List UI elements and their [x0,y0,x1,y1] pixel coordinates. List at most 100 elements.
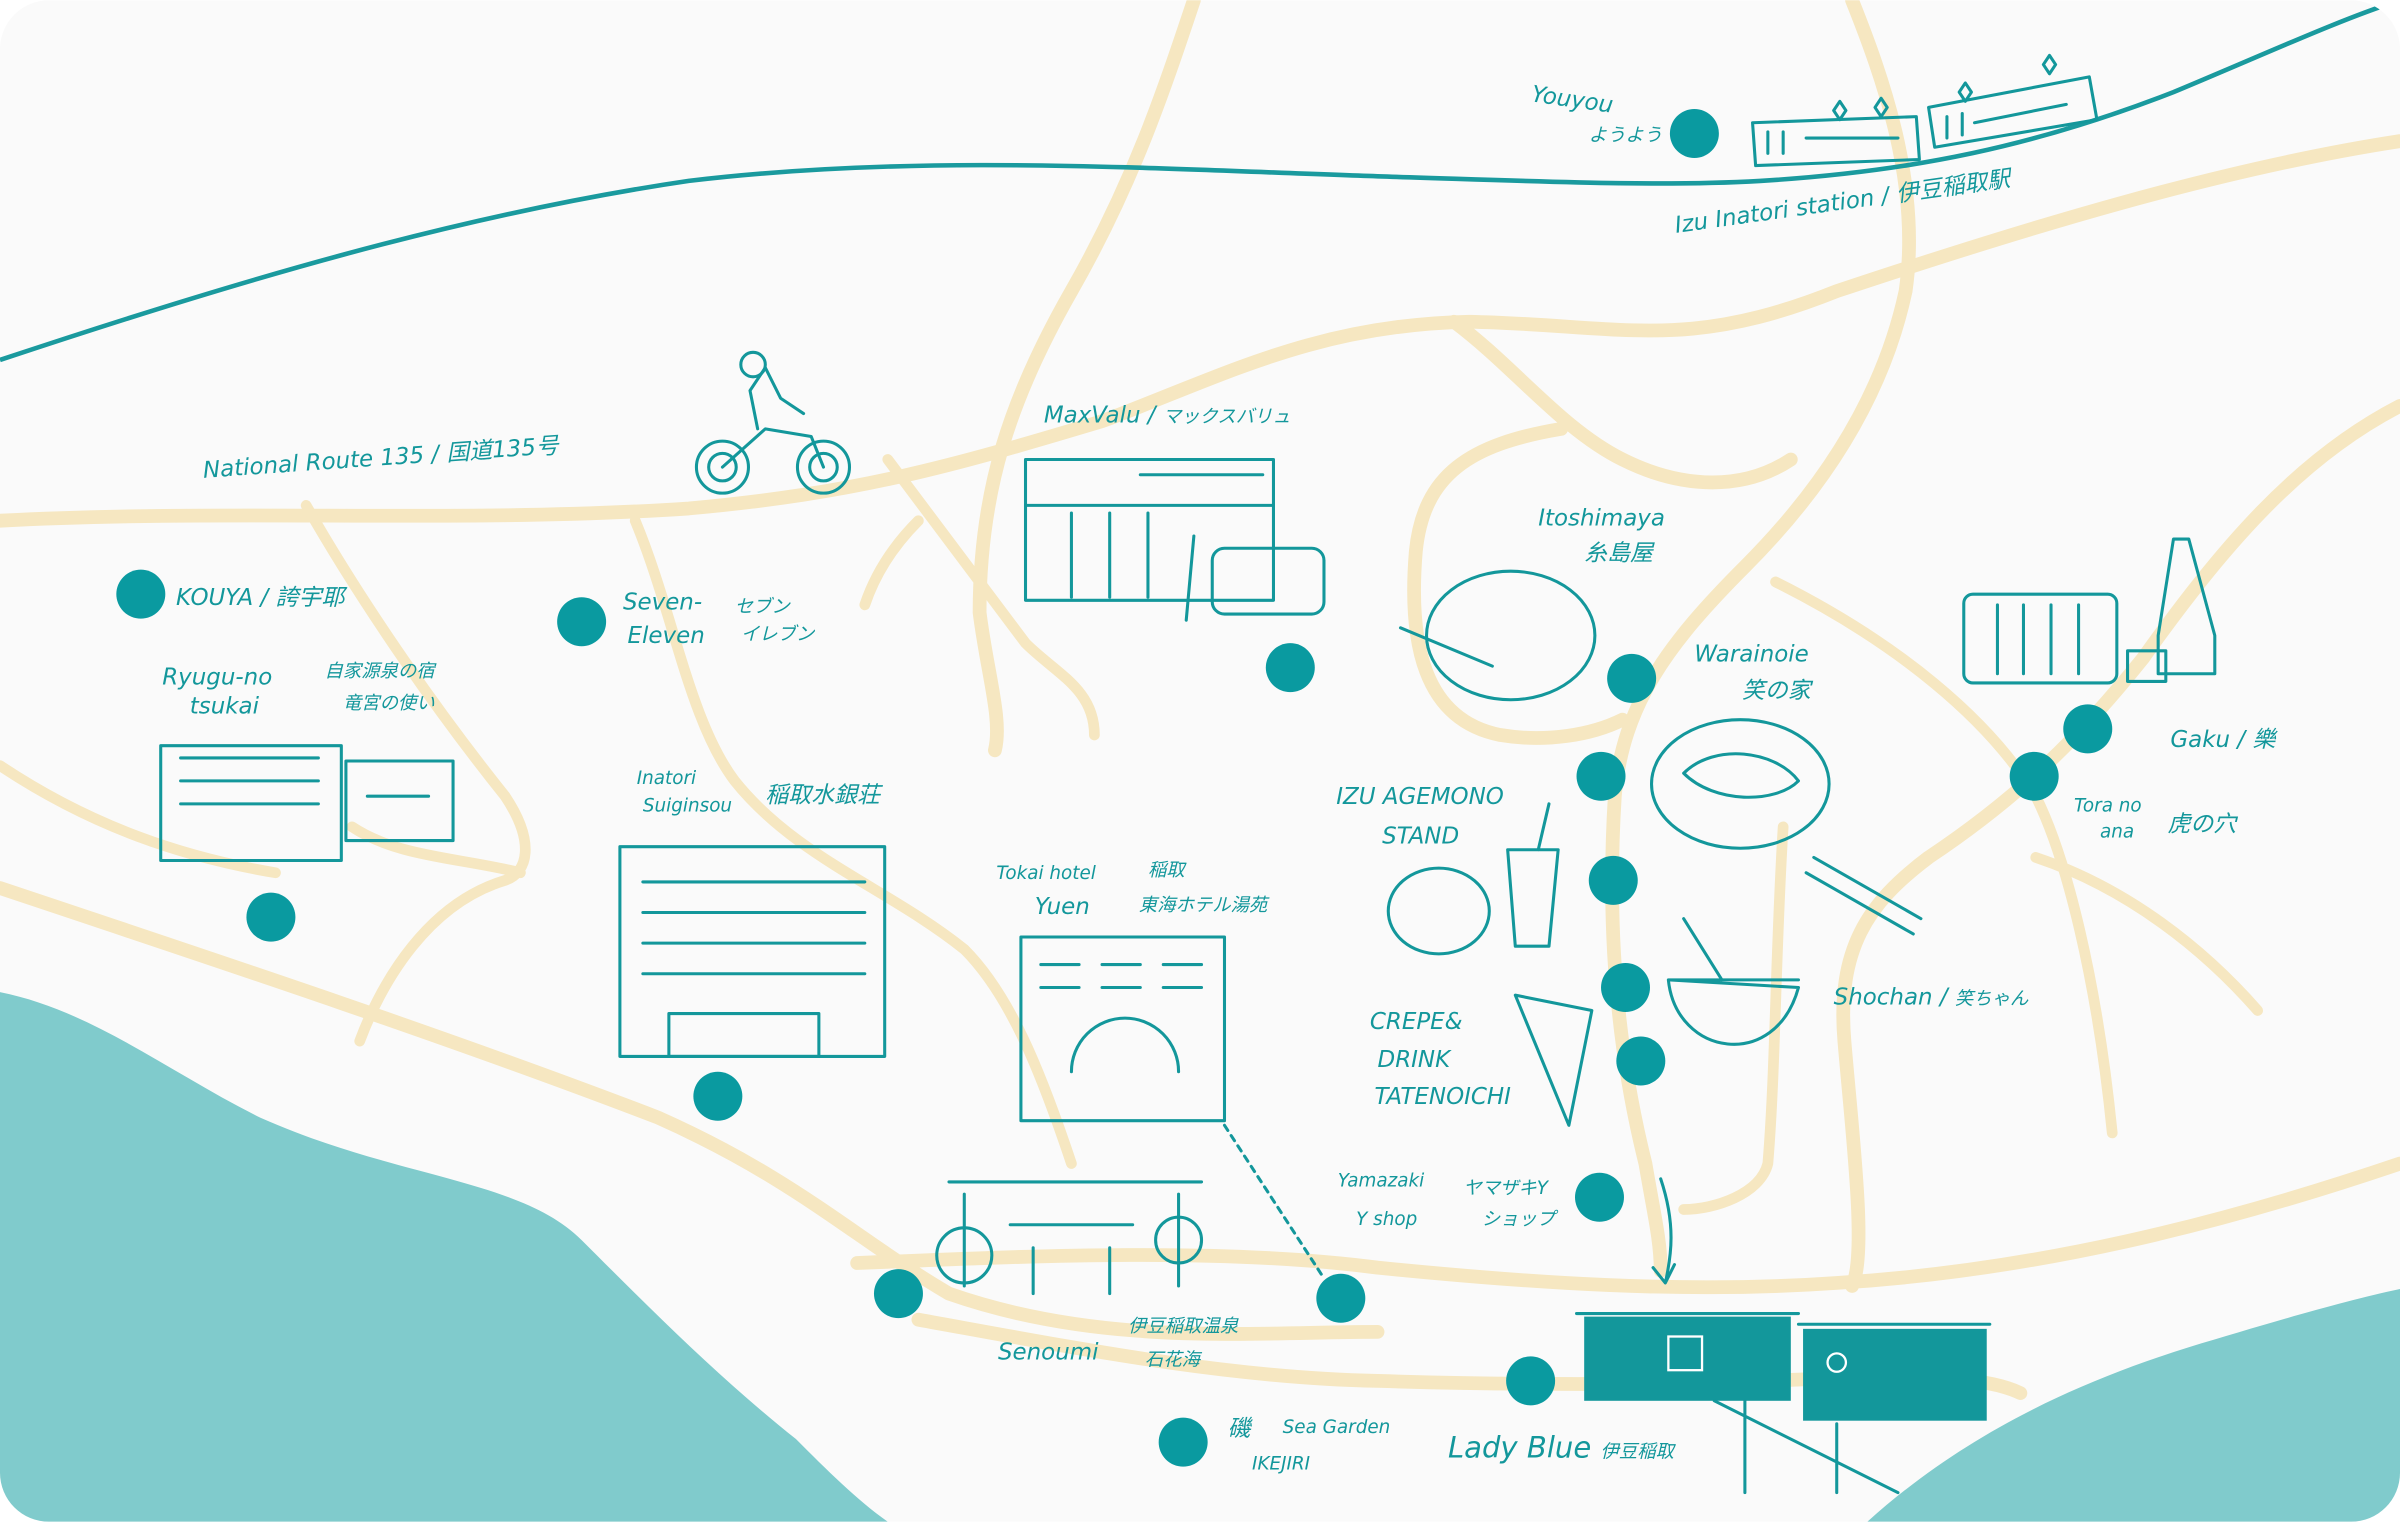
label-seven-ja2: イレブン [741,624,816,645]
label-seven-ja1: セブン [735,597,792,618]
curry-plate-icon [1424,569,1597,702]
marker-senoumi[interactable] [873,1269,923,1319]
ramen-bowl-icon [1666,855,1923,1046]
label-crepe-en2: DRINK [1378,1047,1453,1073]
marker-gaku[interactable] [2063,704,2113,754]
shochan-ja: 笑ちゃん [1955,988,2029,1009]
label-warainoie-en: Warainoie [1694,642,1808,668]
motorcycle-illustration [694,350,852,495]
label-route-135: National Route 135 / 国道135号 [202,433,560,484]
label-tora-ja: 虎の穴 [2167,811,2238,837]
maxvalu-en: MaxValu [1044,403,1141,429]
marker-seven-eleven[interactable] [557,597,607,647]
ryugu-building-illustration [159,744,455,863]
maxvalu-ja: マックスバリュ [1163,407,1291,428]
kouya-en: KOUYA [176,585,253,611]
label-agemono-en2: STAND [1382,824,1459,850]
label-ladyblue: Lady Blue 伊豆稲取 [1448,1430,1677,1464]
road-east [1836,399,2400,1293]
map-labels: Youyou ようよう Izu Inatori station / 伊豆稲取駅 … [162,82,2278,1475]
suiginsou-building-illustration [618,845,887,1058]
label-crepe-en3: TATENOICHI [1374,1084,1511,1110]
label-yamazaki-en1: Yamazaki [1338,1171,1425,1192]
shochan-en: Shochan [1834,984,1933,1010]
label-suiginsou-ja: 稲取水銀荘 [765,782,883,808]
label-agemono-en1: IZU AGEMONO [1336,784,1504,810]
marker-tokai-hotel-yuen[interactable] [1316,1273,1366,1323]
skewers-tray-icon [1962,592,2119,685]
railway-line [0,0,2400,363]
road-south-link [1678,821,1789,1215]
marker-itoshimaya[interactable] [1607,653,1657,703]
road-north-1 [972,0,1201,758]
lady-blue-arrow-icon [1651,1177,1677,1285]
label-ryugu-en1: Ryugu-no [162,664,272,690]
senoumi-building-illustration [935,1180,1204,1296]
food-illustrations [1386,537,2217,1127]
label-warainoie-ja: 笑の家 [1742,678,1814,704]
label-seven-en1: Seven- [623,589,702,615]
marker-lady-blue[interactable] [1506,1356,1556,1406]
marker-maxvalu[interactable] [1265,643,1315,693]
ladyblue-ja: 伊豆稲取 [1600,1441,1676,1462]
label-yamazaki-ja2: ショップ [1482,1209,1559,1230]
marker-crepe-tatenoichi[interactable] [1616,1036,1666,1086]
ladyblue-building-illustration [1574,1312,1992,1495]
road-route-135 [0,134,2400,528]
marker-izu-agemono-stand[interactable] [1588,855,1638,905]
label-ryugu-ja2: 竜宮の使い [343,693,435,714]
label-maxvalu: MaxValu / マックスバリュ [1044,403,1291,429]
sea-west [0,992,888,1522]
label-yamazaki-ja1: ヤマザキY [1463,1178,1549,1199]
marker-shochan[interactable] [1601,963,1650,1013]
label-seven-en2: Eleven [628,623,705,649]
label-seagarden-ja: 磯 [1228,1416,1254,1442]
label-tora-en2: ana [2100,822,2134,843]
label-senoumi-ja1: 伊豆稲取温泉 [1128,1316,1239,1337]
label-tokai-en1: Tokai hotel [996,863,1096,884]
label-yamazaki-en2: Y shop [1356,1209,1417,1230]
marker-youyou[interactable] [1669,108,1719,158]
label-itoshimaya-ja: 糸島屋 [1584,540,1655,566]
marker-ryugu-no-tsukai[interactable] [246,892,296,942]
crepe-icon [1513,993,1594,1127]
label-ryugu-en2: tsukai [190,694,260,720]
location-markers [116,108,2113,1467]
road-north-2 [1605,0,1916,1278]
marker-kouya[interactable] [116,569,166,619]
label-tora-en1: Tora no [2074,796,2142,817]
drink-cup-icon [1506,802,1560,948]
marker-tora-no-ana[interactable] [2009,751,2059,801]
train-illustration [1751,53,2099,168]
maxvalu-building-illustration [1023,457,1326,622]
road-lower [850,1156,2400,1295]
label-seagarden-en2: IKEJIRI [1252,1454,1310,1475]
label-itoshimaya-en: Itoshimaya [1538,505,1665,531]
ladyblue-en: Lady Blue [1448,1430,1591,1464]
label-suiginsou-en1: Inatori [637,768,697,789]
label-suiginsou-en2: Suiginsou [643,796,732,817]
road-west-3 [0,760,526,879]
label-gaku: Gaku / 樂 [2170,727,2278,753]
road-west-1 [300,500,531,1047]
label-crepe-en1: CREPE& [1370,1009,1463,1035]
label-tokai-en2: Yuen [1035,894,1090,920]
fries-plate-icon [1386,866,1491,956]
sea-east [1867,1289,2400,1522]
fish-plate-icon [1650,718,1831,850]
marker-inatori-suiginsou[interactable] [693,1071,743,1121]
label-ryugu-ja1: 自家源泉の宿 [324,661,437,682]
marker-warainoie[interactable] [1576,751,1626,801]
road-maxvalu-branch [859,454,1100,741]
marker-yamazaki-y-shop[interactable] [1575,1172,1624,1222]
label-tokai-ja1: 稲取 [1148,860,1187,881]
road-coastal [0,881,1385,1341]
road-loop [1407,314,1798,745]
gaku-ja: 樂 [2252,727,2278,753]
kouya-ja: 誇宇耶 [276,585,349,611]
label-kouya: KOUYA / 誇宇耶 [176,585,348,611]
marker-sea-garden-ikejiri[interactable] [1158,1417,1208,1467]
label-tokai-ja2: 東海ホテル湯苑 [1139,895,1270,916]
sake-bottle-icon [2126,537,2217,683]
